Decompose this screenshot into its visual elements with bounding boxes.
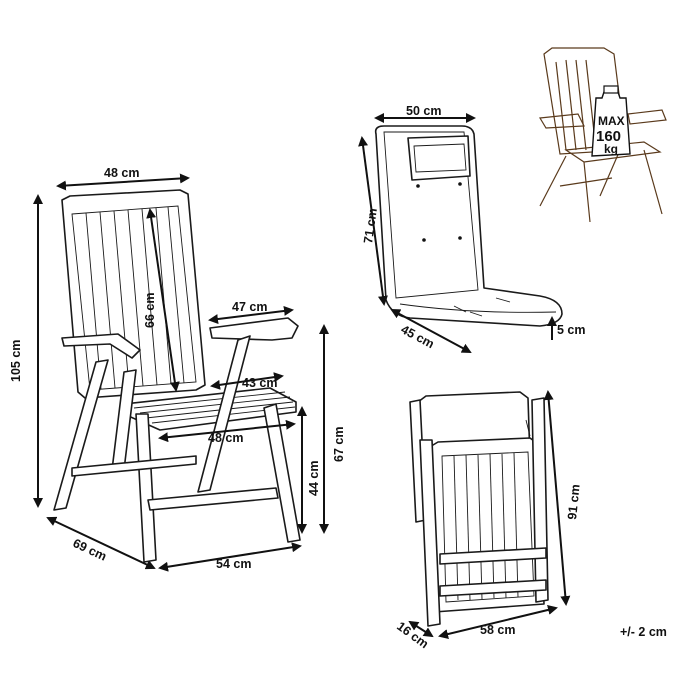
- folded-chair-dimension-lines: [408, 390, 571, 639]
- photo-chair-illustration: [539, 47, 667, 223]
- back-height-label: 66 cm: [143, 293, 157, 328]
- load-badge: MAX 160 kg: [596, 114, 625, 156]
- cushion-dimension-lines: [358, 113, 557, 353]
- cushion-length-label: 71 cm: [361, 207, 380, 244]
- depth-label: 69 cm: [71, 536, 109, 564]
- load-badge-unit: kg: [604, 142, 618, 156]
- seat-height-label: 44 cm: [307, 461, 321, 496]
- seat-width-label: 48 cm: [208, 431, 243, 445]
- cushion-width-label: 50 cm: [406, 104, 441, 118]
- folded-chair-illustration: [409, 391, 549, 627]
- folded-width-label: 58 cm: [480, 623, 515, 637]
- armrest-length-label: 47 cm: [232, 300, 267, 314]
- cushion-thickness-label: 5 cm: [557, 323, 586, 337]
- load-badge-value: 160: [596, 128, 621, 145]
- armrest-height-label: 67 cm: [332, 427, 346, 462]
- open-chair-dimension-lines: [33, 173, 329, 572]
- tolerance-note: +/- 2 cm: [620, 625, 667, 639]
- cushion-illustration: [374, 125, 563, 327]
- folded-height-label: 91 cm: [565, 484, 583, 521]
- seat-depth-label: 43 cm: [242, 376, 277, 390]
- back-width-label: 48 cm: [104, 166, 139, 180]
- total-height-label: 105 cm: [9, 340, 23, 382]
- width-label: 54 cm: [216, 557, 251, 571]
- load-badge-max: MAX: [598, 114, 625, 128]
- cushion-depth-label: 45 cm: [399, 322, 437, 351]
